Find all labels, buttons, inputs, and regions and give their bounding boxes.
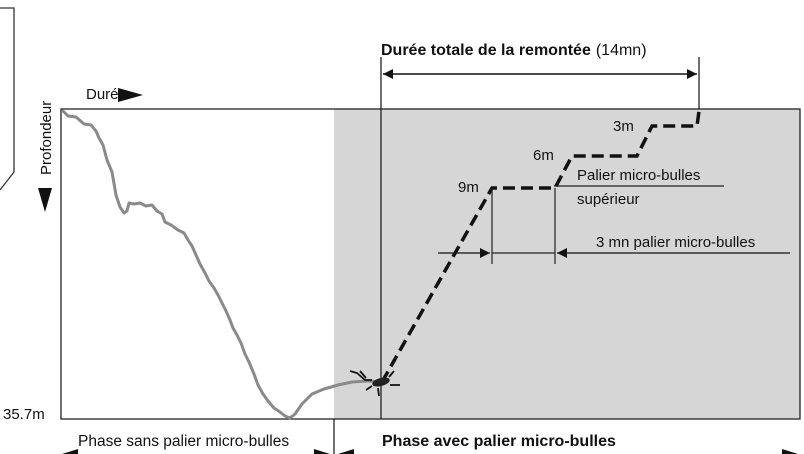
y-axis-arrow-icon [38,188,52,212]
stop-duration-label: 3 mn palier micro-bulles [596,234,755,251]
dive-profile [60,108,383,420]
cropped-panel-edge [0,7,15,191]
upper-stop-label-line2: supérieur [577,191,640,208]
ascent-profile [380,110,701,383]
x-axis-arrow-icon [118,88,143,102]
phase-without-stop-left-arrow-icon [62,449,78,454]
phase-without-stop-right-arrow-icon [314,449,330,454]
chart-frame [60,108,801,420]
phase-with-stop-right-arrow-icon [782,449,798,454]
phase-without-stop-label: Phase sans palier micro-bulles [78,433,289,450]
max-depth-label: 35.7m [3,406,45,423]
phase-with-stop-label: Phase avec palier micro-bulles [382,433,616,450]
phase-shading [334,109,800,419]
x-axis-label: Durée [86,86,127,103]
phase-with-stop-left-arrow-icon [338,449,354,454]
stop-9m-label: 9m [458,179,479,196]
upper-stop-label-line1: Palier micro-bulles [577,167,700,184]
stop-6m-label: 6m [533,147,554,164]
stop-3m-label: 3m [613,118,634,135]
diver-icon [349,370,400,397]
y-axis-label: Profondeur [38,101,55,175]
total-ascent-label: Durée totale de la remontée(14mn) [381,42,647,59]
